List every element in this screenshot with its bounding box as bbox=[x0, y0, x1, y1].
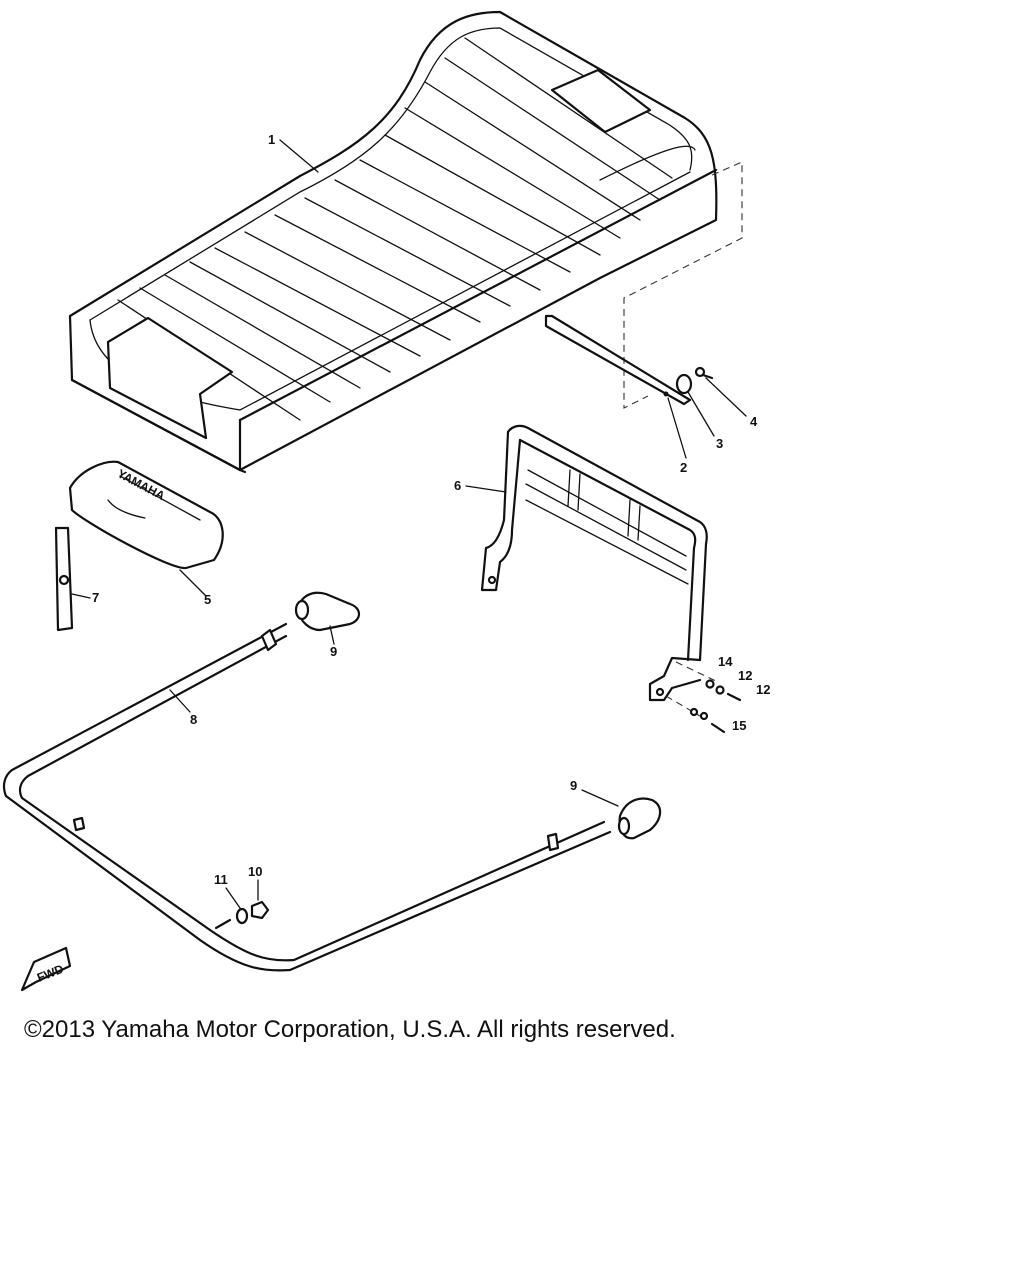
svg-text:5: 5 bbox=[204, 592, 211, 607]
callout-3: 3 bbox=[687, 391, 723, 451]
bumper bbox=[2, 622, 612, 972]
parts-diagram: 1 2 3 4 6 bbox=[2, 10, 770, 992]
svg-text:8: 8 bbox=[190, 712, 197, 727]
svg-text:1: 1 bbox=[268, 132, 275, 147]
fwd-arrow-icon: FWD bbox=[20, 946, 72, 992]
svg-text:14: 14 bbox=[718, 654, 733, 669]
callout-9-upper: 9 bbox=[329, 625, 337, 659]
callout-9-lower: 9 bbox=[570, 778, 619, 807]
svg-text:2: 2 bbox=[680, 460, 687, 475]
svg-text:15: 15 bbox=[732, 718, 746, 733]
callout-10-label: 10 bbox=[248, 864, 263, 879]
callout-5: 5 bbox=[179, 569, 211, 607]
callout-1: 1 bbox=[268, 132, 319, 173]
hardware-cluster bbox=[665, 661, 742, 734]
svg-text:12: 12 bbox=[756, 682, 770, 697]
washer-11 bbox=[235, 907, 249, 925]
callout-7: 7 bbox=[71, 590, 99, 605]
callout-8: 8 bbox=[169, 689, 197, 727]
callout-15: 15 bbox=[732, 718, 746, 733]
callout-12-upper: 12 bbox=[738, 668, 752, 683]
svg-text:7: 7 bbox=[92, 590, 99, 605]
nut-10 bbox=[250, 900, 270, 920]
seat bbox=[68, 10, 718, 474]
callout-11-leader bbox=[225, 887, 241, 909]
bolt-4 bbox=[694, 366, 714, 380]
seat-bracket bbox=[544, 314, 692, 406]
copyright-notice: ©2013 Yamaha Motor Corporation, U.S.A. A… bbox=[24, 1016, 676, 1043]
grab-bar bbox=[480, 424, 708, 702]
svg-text:9: 9 bbox=[330, 644, 337, 659]
callout-14: 14 bbox=[718, 654, 733, 669]
svg-text:9: 9 bbox=[570, 778, 577, 793]
callout-12-lower: 12 bbox=[756, 682, 770, 697]
bracket-7 bbox=[54, 526, 74, 632]
svg-text:4: 4 bbox=[750, 414, 758, 429]
callout-4: 4 bbox=[705, 377, 758, 429]
light-upper bbox=[294, 591, 361, 632]
svg-text:12: 12 bbox=[738, 668, 752, 683]
light-lower bbox=[617, 797, 662, 840]
svg-text:6: 6 bbox=[454, 478, 461, 493]
svg-text:3: 3 bbox=[716, 436, 723, 451]
callout-2: 2 bbox=[667, 397, 687, 475]
washer-3 bbox=[675, 373, 693, 395]
callout-11-label: 11 bbox=[214, 872, 228, 887]
callout-6: 6 bbox=[454, 478, 507, 493]
